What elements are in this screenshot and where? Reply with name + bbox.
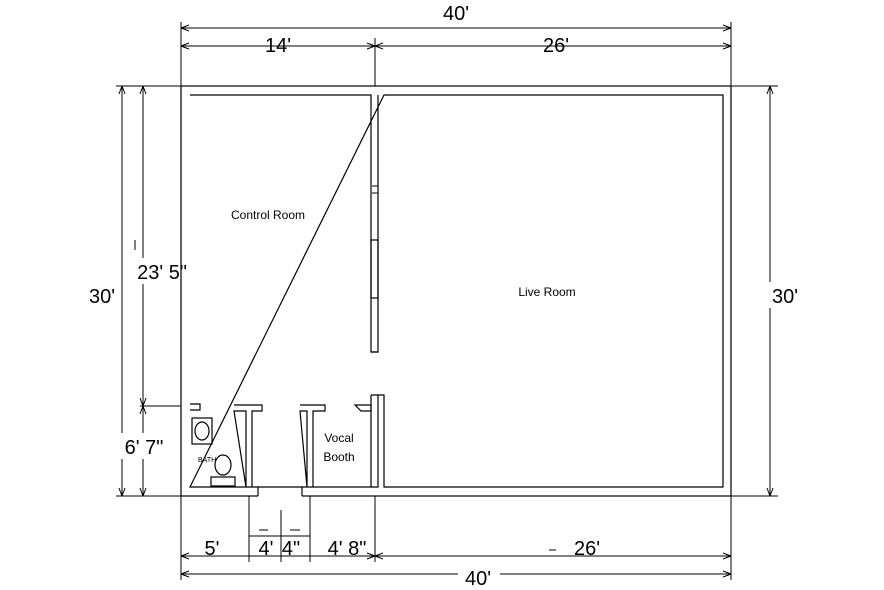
bath-fixtures [191, 417, 236, 487]
sink-icon [191, 417, 213, 445]
left-lower-dimension: 6' 7" [125, 437, 164, 459]
top-left-dimension: 14' [265, 35, 291, 57]
top-total-dimension: 40' [443, 3, 469, 25]
bottom-dimension-lines [180, 496, 732, 580]
live-room-label: Live Room [518, 285, 575, 299]
bottom-seg5-dimension: 26' [574, 538, 600, 560]
vocal-booth-label-line2: Booth [323, 450, 354, 464]
right-total-dimension: 30' [772, 286, 798, 308]
left-dimension-lines [116, 85, 181, 497]
entry-doorway [257, 487, 303, 498]
toilet-icon [214, 454, 232, 476]
top-right-dimension: 26' [543, 35, 569, 57]
top-dimension-lines [180, 22, 732, 86]
partition-wall [370, 185, 379, 487]
interior-wall-stubs [190, 403, 372, 488]
bottom-seg4-dimension: 4' 8" [328, 538, 367, 560]
bottom-seg3-dimension: 4" [282, 538, 300, 560]
bottom-seg1-dimension: 5' [205, 538, 220, 560]
left-upper-dimension: 23' 5" [137, 262, 187, 284]
control-room-label: Control Room [231, 208, 305, 222]
exterior-walls [180, 85, 732, 497]
vocal-booth-label-line1: Vocal [324, 431, 353, 445]
bottom-total-dimension: 40' [465, 568, 491, 590]
bottom-seg2-dimension: 4' [259, 538, 274, 560]
bath-label: BATH [198, 457, 216, 464]
left-total-dimension: 30' [89, 286, 115, 308]
tiny-annotations [134, 240, 556, 551]
